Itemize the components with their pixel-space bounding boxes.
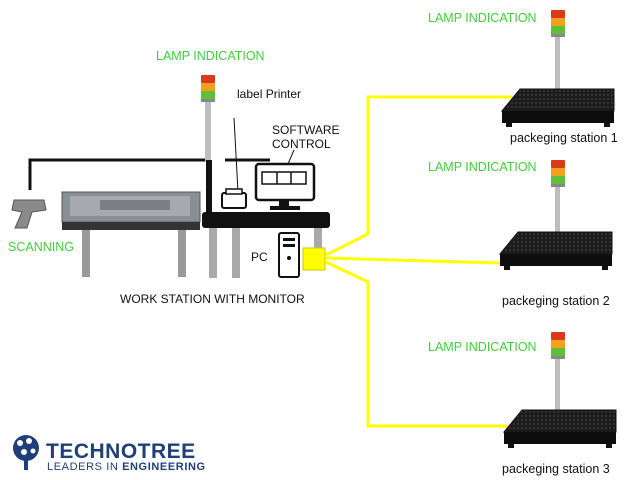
software-control-label-2: CONTROL xyxy=(272,137,331,151)
logo-tagline: LEADERS IN ENGINEERING xyxy=(47,461,206,473)
software-control-label-1: SOFTWARE xyxy=(272,123,340,137)
logo-tagline-part1: LEADERS IN xyxy=(47,461,123,473)
technotree-logo-icon xyxy=(13,435,39,470)
lamp-label-station2: LAMP INDICATION xyxy=(428,160,537,174)
label-printer-label: label Printer xyxy=(237,87,302,101)
lamp-label-station1: LAMP INDICATION xyxy=(428,11,537,25)
barcode-scanner-icon xyxy=(11,199,47,229)
station2-label: packeging station 2 xyxy=(502,294,610,308)
lamp-label-station3: LAMP INDICATION xyxy=(428,340,537,354)
station-3 xyxy=(503,332,617,449)
scanning-label: SCANNING xyxy=(8,240,74,254)
tower-lamp-icon xyxy=(201,75,215,162)
logo-tagline-part2: ENGINEERING xyxy=(122,461,206,473)
station-2 xyxy=(499,160,613,271)
logo-name: TECHNOTREE xyxy=(46,440,196,463)
workstation-label: WORK STATION WITH MONITOR xyxy=(120,292,305,306)
scanner-cable xyxy=(28,158,270,190)
monitor-icon xyxy=(254,149,316,210)
station-cables xyxy=(325,95,512,428)
station1-label: packeging station 1 xyxy=(510,131,618,145)
lamp-label-main: LAMP INDICATION xyxy=(156,49,265,63)
pc-label: PC xyxy=(251,250,268,264)
scanning-table xyxy=(61,191,201,277)
station-1 xyxy=(501,10,615,128)
junction-box xyxy=(302,247,326,271)
label-printer-icon xyxy=(221,117,247,209)
workstation-table xyxy=(202,160,330,278)
pc-tower-icon xyxy=(278,232,300,278)
station3-label: packeging station 3 xyxy=(502,462,610,476)
